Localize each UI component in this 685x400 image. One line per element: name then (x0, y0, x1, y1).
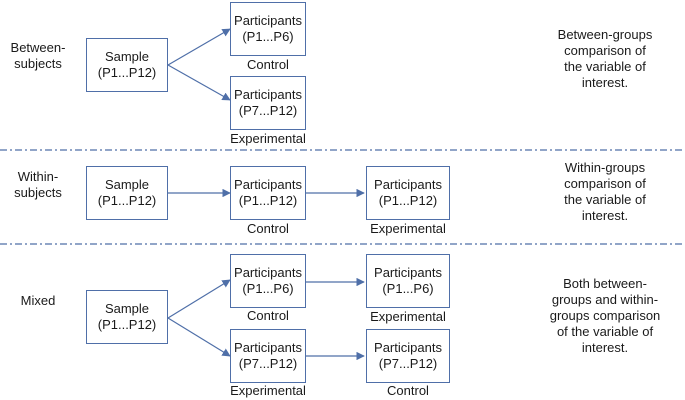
arrow (167, 64, 231, 101)
row-label-mixed: Mixed (20, 293, 56, 308)
group-caption: Control (247, 308, 289, 323)
design-description: Between-groups comparison of the variabl… (557, 27, 653, 90)
sample-box: Sample (P1...P12) (86, 166, 168, 220)
participants-box: Participants (P1...P6) (230, 2, 306, 56)
participants-box: Participants (P1...P6) (230, 254, 306, 308)
group-caption: Experimental (370, 221, 446, 236)
design-description: Within-groups comparison of the variable… (564, 160, 646, 223)
group-caption: Experimental (230, 383, 306, 398)
group-caption: Experimental (370, 309, 446, 324)
design-description: Both between- groups and within- groups … (549, 276, 661, 355)
participants-box: Participants (P1...P12) (230, 166, 306, 220)
participants-box: Participants (P7...P12) (230, 76, 306, 130)
participants-box: Participants (P7...P12) (366, 329, 450, 383)
row-label-within: Within- subjects (14, 169, 62, 200)
arrow (167, 317, 231, 357)
group-caption: Control (247, 57, 289, 72)
participants-box: Participants (P7...P12) (230, 329, 306, 383)
participants-box: Participants (P1...P12) (366, 166, 450, 220)
group-caption: Control (387, 383, 429, 398)
group-caption: Control (247, 221, 289, 236)
participants-box: Participants (P1...P6) (366, 254, 450, 308)
sample-box: Sample (P1...P12) (86, 290, 168, 344)
arrow (167, 279, 231, 319)
row-label-between: Between- subjects (10, 40, 66, 71)
arrow (167, 28, 231, 66)
sample-box: Sample (P1...P12) (86, 38, 168, 92)
group-caption: Experimental (230, 131, 306, 146)
